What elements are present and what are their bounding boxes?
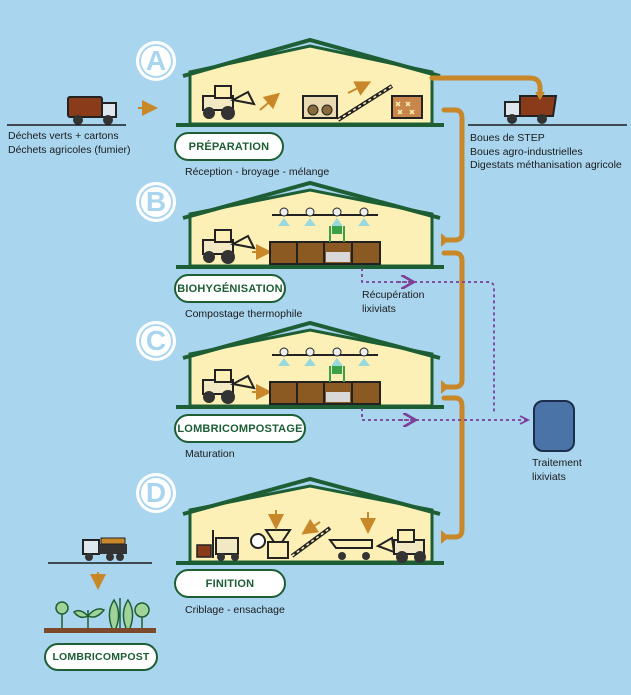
- right-input-line: Boues agro-industrielles: [470, 145, 583, 158]
- conveyor-icon: [336, 84, 423, 122]
- compost-bin-icon: [269, 241, 381, 265]
- flow-lines: [429, 75, 543, 540]
- plant-icon: [55, 598, 150, 629]
- right-inputs: Boues de STEP Boues agro-industrielles D…: [470, 132, 622, 173]
- step-d-pill: FINITION: [174, 569, 286, 598]
- leachate-lines: [361, 268, 528, 420]
- step-b-badge: B: [136, 182, 176, 222]
- product-pill: LOMBRICOMPOST: [44, 643, 158, 671]
- left-input-line: Déchets agricoles (fumier): [8, 143, 131, 156]
- leachate-treatment-line: Traitement: [532, 457, 582, 469]
- tractor-icon: [375, 529, 426, 563]
- leachate-treatment-label: Traitement lixiviats: [532, 457, 582, 484]
- right-input-line: Digestats méthanisation agricole: [470, 159, 622, 171]
- truck-icon: [67, 96, 117, 125]
- left-inputs: Déchets verts + cartons Déchets agricole…: [8, 130, 131, 157]
- left-input-line: Déchets verts + cartons: [8, 130, 119, 142]
- forklift-icon: [196, 530, 239, 561]
- sieve-icon: [250, 510, 292, 559]
- truck-icon: [82, 537, 127, 561]
- step-c-pill: LOMBRICOMPOSTAGE: [174, 414, 306, 443]
- tank-icon: [533, 400, 575, 452]
- leachate-treatment-line: lixiviats: [532, 470, 566, 483]
- compost-bin-icon: [269, 381, 381, 405]
- step-b-caption: Compostage thermophile: [185, 308, 303, 320]
- tractor-icon: [202, 369, 256, 404]
- arrow-icon: [259, 92, 281, 111]
- step-b-pill: BIOHYGÉNISATION: [174, 274, 286, 303]
- step-c-caption: Maturation: [185, 448, 235, 460]
- tractor-icon: [202, 229, 256, 264]
- step-c-badge: C: [136, 321, 176, 361]
- barn-a: [176, 37, 444, 127]
- step-a-caption: Réception - broyage - mélange: [185, 166, 330, 178]
- sprinkler-icon: [272, 207, 378, 242]
- leachate-recovery-line: Récupération: [362, 289, 425, 301]
- sprinkler-icon: [272, 347, 378, 382]
- step-a-pill: PRÉPARATION: [174, 132, 284, 161]
- step-d-badge: D: [136, 473, 176, 513]
- step-d-caption: Criblage - ensachage: [185, 604, 285, 616]
- right-input-line: Boues de STEP: [470, 132, 545, 144]
- leachate-recovery-line: lixiviats: [362, 302, 396, 315]
- shredder-icon: [302, 95, 338, 119]
- leachate-recovery-label: Récupération lixiviats: [362, 289, 424, 316]
- step-a-badge: A: [136, 41, 176, 81]
- truck-icon: [504, 95, 558, 124]
- conveyor-icon: [290, 512, 376, 560]
- tractor-icon: [202, 85, 256, 120]
